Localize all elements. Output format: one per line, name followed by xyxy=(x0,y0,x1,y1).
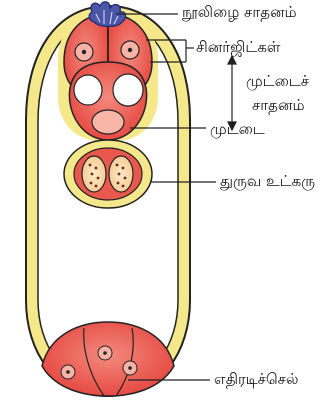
polar-nucleus-right xyxy=(109,156,133,192)
egg-nucleus xyxy=(92,110,124,134)
polar-nucleus-left xyxy=(82,156,106,192)
label-egg: முட்டை xyxy=(210,120,265,138)
label-filiform-apparatus: நூலிழை சாதனம் xyxy=(182,3,297,21)
label-egg-apparatus-line2: சாதனம் xyxy=(252,96,305,114)
egg-apparatus-arrow xyxy=(228,56,236,130)
label-egg-apparatus-line1: முட்டைச் xyxy=(246,72,309,90)
label-synergids: சினர்ஜிட்கள் xyxy=(196,38,280,56)
label-polar-nuclei: துருவ உட்கரு xyxy=(220,172,315,190)
synergid-vacuole-right xyxy=(113,74,143,106)
synergid-vacuole-left xyxy=(74,75,102,105)
label-antipodals: எதிரடிச்செல் xyxy=(214,370,298,388)
